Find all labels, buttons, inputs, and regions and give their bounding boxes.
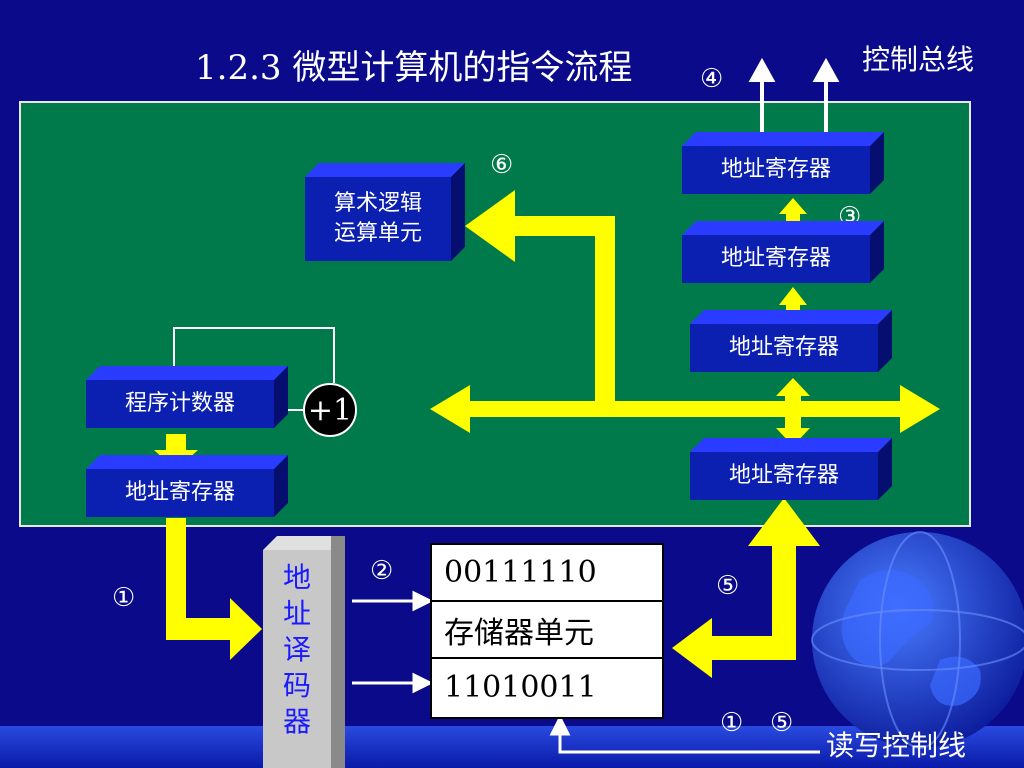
alu-box: 算术逻辑 运算单元 [305,163,465,261]
marker-5-right: ⑤ [716,571,740,601]
memory-row-3: 11010011 [444,670,597,705]
program-counter-box: 程序计数器 [86,366,288,428]
register-3-label: 地址寄存器 [690,324,878,372]
decoder-to-memory-lines [352,590,434,694]
alu-arrow [465,190,615,416]
program-counter-label: 程序计数器 [86,380,274,428]
marker-2: ② [370,556,394,586]
register-2-label: 地址寄存器 [682,235,870,283]
marker-5-bottom: ⑤ [770,708,794,738]
page-title: 1.2.3 微型计算机的指令流程 [195,48,633,88]
memory-row-2: 存储器单元 [432,602,662,659]
decoder-char-2: 址 [282,597,311,630]
memory-row-1: 00111110 [432,545,662,602]
footer-band [0,726,1024,768]
marker-6: ⑥ [490,150,514,180]
register-top: 地址寄存器 [682,132,884,194]
address-register-left: 地址寄存器 [86,455,288,517]
decoder-char-4: 码 [282,669,311,702]
reg-bus-link [776,378,810,446]
register-bottom-label: 地址寄存器 [690,452,878,500]
register-2: 地址寄存器 [682,221,884,283]
control-bus-arrows [748,57,840,140]
globe-icon [811,531,1024,749]
decoder-char-3: 译 [282,633,311,666]
control-bus-label: 控制总线 [862,43,975,76]
decoder-char-1: 地 [282,561,311,594]
marker-1-bottom: ① [720,708,744,738]
marker-1-left: ① [112,583,136,613]
register-3: 地址寄存器 [690,310,892,372]
addr-to-decoder-arrow [166,518,262,660]
register-bottom: 地址寄存器 [690,438,892,500]
register-top-label: 地址寄存器 [682,146,870,194]
rw-control-line [549,714,820,754]
memory-to-register-arrow [672,498,820,678]
rw-control-label: 读写控制线 [826,729,967,762]
address-register-left-label: 地址寄存器 [86,469,274,517]
alu-label: 算术逻辑 运算单元 [305,177,451,261]
data-bus [430,385,940,433]
marker-4: ④ [700,64,724,94]
decoder-char-5: 器 [282,705,311,738]
increment-circle: +1 [303,383,357,437]
memory-table: 00111110 存储器单元 11010011 [430,543,664,719]
address-decoder: 地 址 译 码 器 [263,536,345,768]
